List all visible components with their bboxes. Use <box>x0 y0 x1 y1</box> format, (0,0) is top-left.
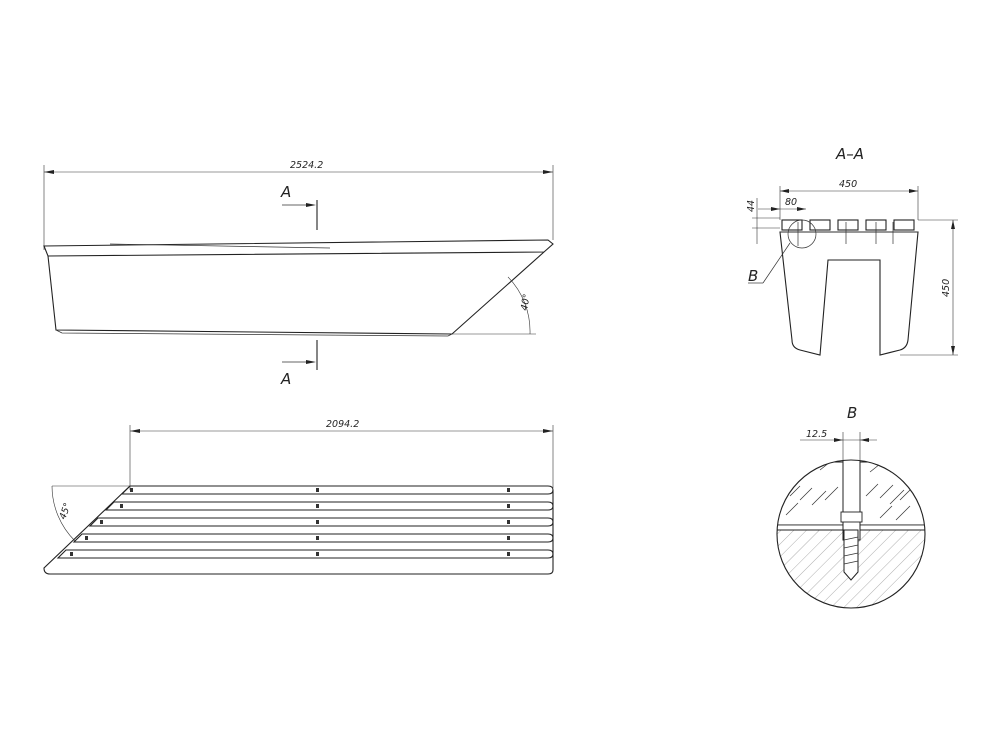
arrow-head <box>780 189 789 193</box>
arrow-head <box>306 360 316 364</box>
top-length-label: 2094.2 <box>326 419 359 430</box>
section-aa: A–A 450 80 44 450 <box>746 145 958 356</box>
seat-top <box>43 239 554 257</box>
detail-b-callout-label: B <box>748 267 758 285</box>
detail-b-title: B <box>847 404 857 422</box>
overall-length-label: 2524.2 <box>290 160 323 171</box>
arrow-head <box>860 438 869 442</box>
arrow-head <box>951 220 955 229</box>
bench-body <box>47 251 545 335</box>
arrow-head <box>797 207 806 211</box>
section-aa-title: A–A <box>835 145 864 163</box>
arrow-head <box>909 189 918 193</box>
section-width-label: 450 <box>839 179 857 190</box>
detail-bolt <box>842 460 861 541</box>
detail-b: B 12.5 <box>776 404 926 609</box>
slat-5 <box>56 549 554 559</box>
seat-outline <box>43 485 554 575</box>
detail-anchor <box>843 529 859 581</box>
bolt-marks <box>70 488 510 556</box>
arrow-head <box>543 170 553 174</box>
arrow-head <box>130 429 140 433</box>
side-angle-label: 40° <box>519 293 533 311</box>
slat-line <box>109 243 331 249</box>
section-slats <box>781 219 915 231</box>
arrow-head <box>543 429 553 433</box>
arrow-head <box>306 203 316 207</box>
angle-arc <box>507 276 531 335</box>
top-angle-label: 45° <box>57 501 73 521</box>
arrow-head <box>834 438 843 442</box>
slat-1 <box>120 485 554 495</box>
detail-b-content <box>777 460 925 608</box>
slat-2 <box>104 501 554 511</box>
side-view: 2524.2 40° A A <box>43 160 554 388</box>
detail-b-callout-circle <box>787 219 817 249</box>
top-view: 2094.2 45° <box>43 419 554 575</box>
concrete-body <box>779 231 919 356</box>
section-mark-top: A <box>280 183 291 201</box>
slat-3 <box>88 517 554 527</box>
section-mark-bottom: A <box>280 370 291 388</box>
bolt-dim-label: 12.5 <box>806 429 827 440</box>
section-bolts <box>797 222 894 246</box>
slat-offset-label: 80 <box>785 197 797 208</box>
arrow-head <box>771 207 780 211</box>
slat-4 <box>72 533 554 543</box>
section-height-label: 450 <box>941 279 952 297</box>
anchor-thread <box>843 536 859 565</box>
detail-nut <box>840 511 863 523</box>
arrow-head <box>44 170 54 174</box>
callout-leader <box>762 242 791 284</box>
arrow-head <box>951 346 955 355</box>
detail-b-circle <box>776 459 926 609</box>
bench-base <box>55 329 453 337</box>
slat-thickness-label: 44 <box>746 200 757 212</box>
